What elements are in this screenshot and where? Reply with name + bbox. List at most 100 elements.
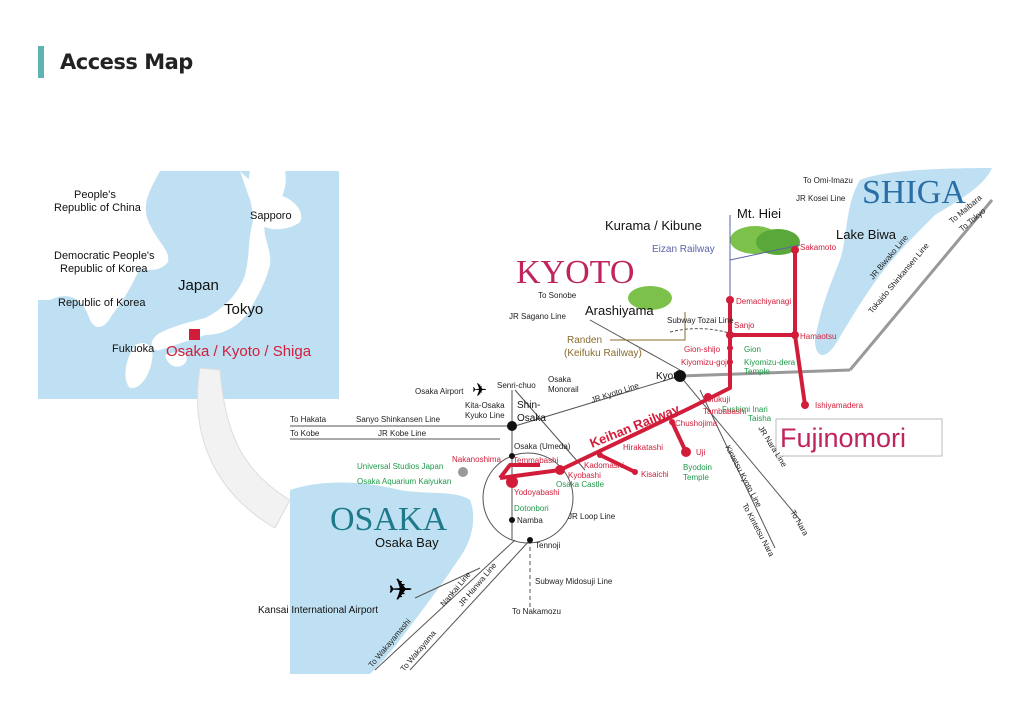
osaka-monorail [514, 389, 586, 471]
page-header: Access Map [38, 46, 193, 78]
station-usj[interactable]: Universal Studios Japan [357, 462, 443, 471]
place-osaka-airport: Osaka Airport [415, 387, 464, 396]
line-label-eizan: Eizan Railway [652, 244, 715, 255]
station-yodoyabashi[interactable]: Yodoyabashi [514, 488, 560, 497]
osaka-bay-water [290, 482, 474, 674]
line-label-kita-osaka-2: Kyuko Line [465, 411, 505, 420]
station-tambabashi[interactable]: Tambabashi [703, 407, 746, 416]
station-dot-hamaotsu[interactable] [791, 331, 799, 339]
place-kansai-airport: Kansai International Airport [258, 605, 378, 616]
inset-label-tokyo: Tokyo [224, 301, 263, 318]
line-label-osaka-monorail-2: Monorail [548, 385, 579, 394]
station-dot-kiyomizu-gojo[interactable] [727, 359, 733, 365]
station-osaka-umeda[interactable]: Osaka (Umeda) [514, 442, 571, 451]
station-fushimi-inari-2[interactable]: Taisha [748, 414, 772, 423]
station-dot-shin-osaka[interactable] [507, 421, 517, 431]
header-accent-bar [38, 46, 44, 78]
inset-label-sapporo: Sapporo [250, 210, 292, 222]
jr-nara-line [679, 375, 801, 521]
station-ishiyamadera[interactable]: Ishiyamadera [815, 401, 864, 410]
station-dot-sanjo[interactable] [726, 331, 734, 339]
station-uji[interactable]: Uji [696, 448, 706, 457]
station-shin-osaka-1[interactable]: Shin- [517, 400, 540, 411]
line-label-subway-tozai: Subway Tozai Line [667, 316, 734, 325]
tokaido-shinkansen-line [848, 199, 994, 371]
station-tennoji[interactable]: Tennoji [535, 541, 561, 550]
station-kadomashi[interactable]: Kadomashi [584, 461, 624, 470]
station-dot-ishiyamadera[interactable] [801, 401, 809, 409]
station-senri-chuo[interactable]: Senri-chuo [497, 381, 536, 390]
inset-label-fukuoka: Fukuoka [112, 343, 155, 355]
station-fushimi-inari-1[interactable]: Fushimi Inari [722, 405, 768, 414]
fujinomori-highlight-box [775, 418, 943, 457]
page-title: Access Map [60, 50, 193, 74]
station-kiyomizu-dera-1[interactable]: Kiyomizu-dera [744, 358, 796, 367]
tokaido-shinkansen-segment [679, 368, 851, 378]
station-dot-fujinomori[interactable] [704, 393, 712, 401]
station-dot-yodoyabashi[interactable] [506, 476, 518, 488]
inset-japan-hokkaido [240, 171, 302, 230]
line-label-kita-osaka-1: Kita-Osaka [465, 401, 505, 410]
dest-sonobe: To Sonobe [538, 291, 577, 300]
station-aquarium[interactable]: Osaka Aquarium Kaiyukan [357, 477, 451, 486]
station-kiyomizu-gojo[interactable]: Kiyomizu-gojo [681, 358, 732, 367]
fujinomori-label[interactable]: Fujinomori [780, 423, 906, 453]
place-mt-hiei: Mt. Hiei [737, 206, 781, 221]
station-kyobashi[interactable]: Kyobashi [568, 471, 601, 480]
station-dots [458, 246, 809, 543]
inset-japan-shikoku [165, 352, 187, 367]
station-namba[interactable]: Namba [517, 516, 543, 525]
station-dot-tennoji[interactable] [527, 537, 533, 543]
place-arashiyama: Arashiyama [585, 303, 654, 318]
station-dot-uji[interactable] [681, 447, 691, 457]
keihan-nakanoshima-line [498, 463, 540, 480]
station-dotonbori[interactable]: Dotonbori [514, 504, 549, 513]
station-dot-usj[interactable] [458, 467, 468, 477]
jr-sagano-line [589, 319, 681, 371]
station-sanjo[interactable]: Sanjo [734, 321, 755, 330]
station-kiyomizu-dera-2[interactable]: Temple [744, 367, 770, 376]
station-gion-shijo[interactable]: Gion-shijo [684, 345, 721, 354]
station-chushojima[interactable]: Chushojima [675, 419, 718, 428]
station-sakamoto[interactable]: Sakamoto [800, 243, 837, 252]
station-shin-osaka-2[interactable]: Osaka [517, 413, 546, 424]
line-label-sanyo: Sanyo Shinkansen Line [356, 415, 441, 424]
keihan-katano-line [599, 453, 636, 474]
station-dot-kyoto[interactable] [674, 370, 686, 382]
station-byodoin-2[interactable]: Temple [683, 473, 709, 482]
station-gion[interactable]: Gion [744, 345, 761, 354]
station-kisaichi[interactable]: Kisaichi [641, 470, 669, 479]
inset-label-japan: Japan [178, 277, 219, 294]
station-hirakatashi[interactable]: Hirakatashi [623, 443, 663, 452]
station-dot-kyobashi[interactable] [555, 465, 565, 475]
line-label-jr-sagano: JR Sagano Line [509, 312, 566, 321]
station-dot-osaka-umeda[interactable] [509, 453, 515, 459]
line-label-jr-kyoto: JR Kyoto Line [590, 381, 641, 405]
station-dot-sakamoto[interactable] [791, 246, 799, 254]
station-hamaotsu[interactable]: Hamaotsu [800, 332, 836, 341]
station-kyoto[interactable]: Kyoto [656, 371, 682, 382]
inset-highlight-marker [189, 329, 200, 340]
station-dot-gion-shijo[interactable] [727, 345, 733, 351]
jr-hanwa-line [409, 539, 531, 671]
station-dot-kisaichi[interactable] [632, 469, 638, 475]
station-tofukuji[interactable]: Tofukuji [703, 395, 730, 404]
station-dot-namba[interactable] [509, 517, 515, 523]
dest-kobe: To Kobe [290, 429, 320, 438]
station-dot-demachiyanagi[interactable] [726, 296, 734, 304]
kansai-airport-plane-icon: ✈ [388, 574, 413, 607]
station-nakanoshima[interactable]: Nakanoshima [452, 455, 501, 464]
station-byodoin-1[interactable]: Byodoin [683, 463, 712, 472]
inset-callout [197, 367, 291, 529]
dest-nakamozu: To Nakamozu [512, 607, 561, 616]
station-dot-chushojima[interactable] [669, 419, 675, 425]
station-temmabashi[interactable]: Temmabashi [513, 456, 559, 465]
station-osaka-castle[interactable]: Osaka Castle [556, 480, 605, 489]
station-dot-hirakatashi[interactable] [597, 452, 603, 458]
line-label-randen: Randen [567, 335, 602, 346]
station-demachiyanagi[interactable]: Demachiyanagi [736, 297, 791, 306]
randen-line [610, 312, 686, 341]
